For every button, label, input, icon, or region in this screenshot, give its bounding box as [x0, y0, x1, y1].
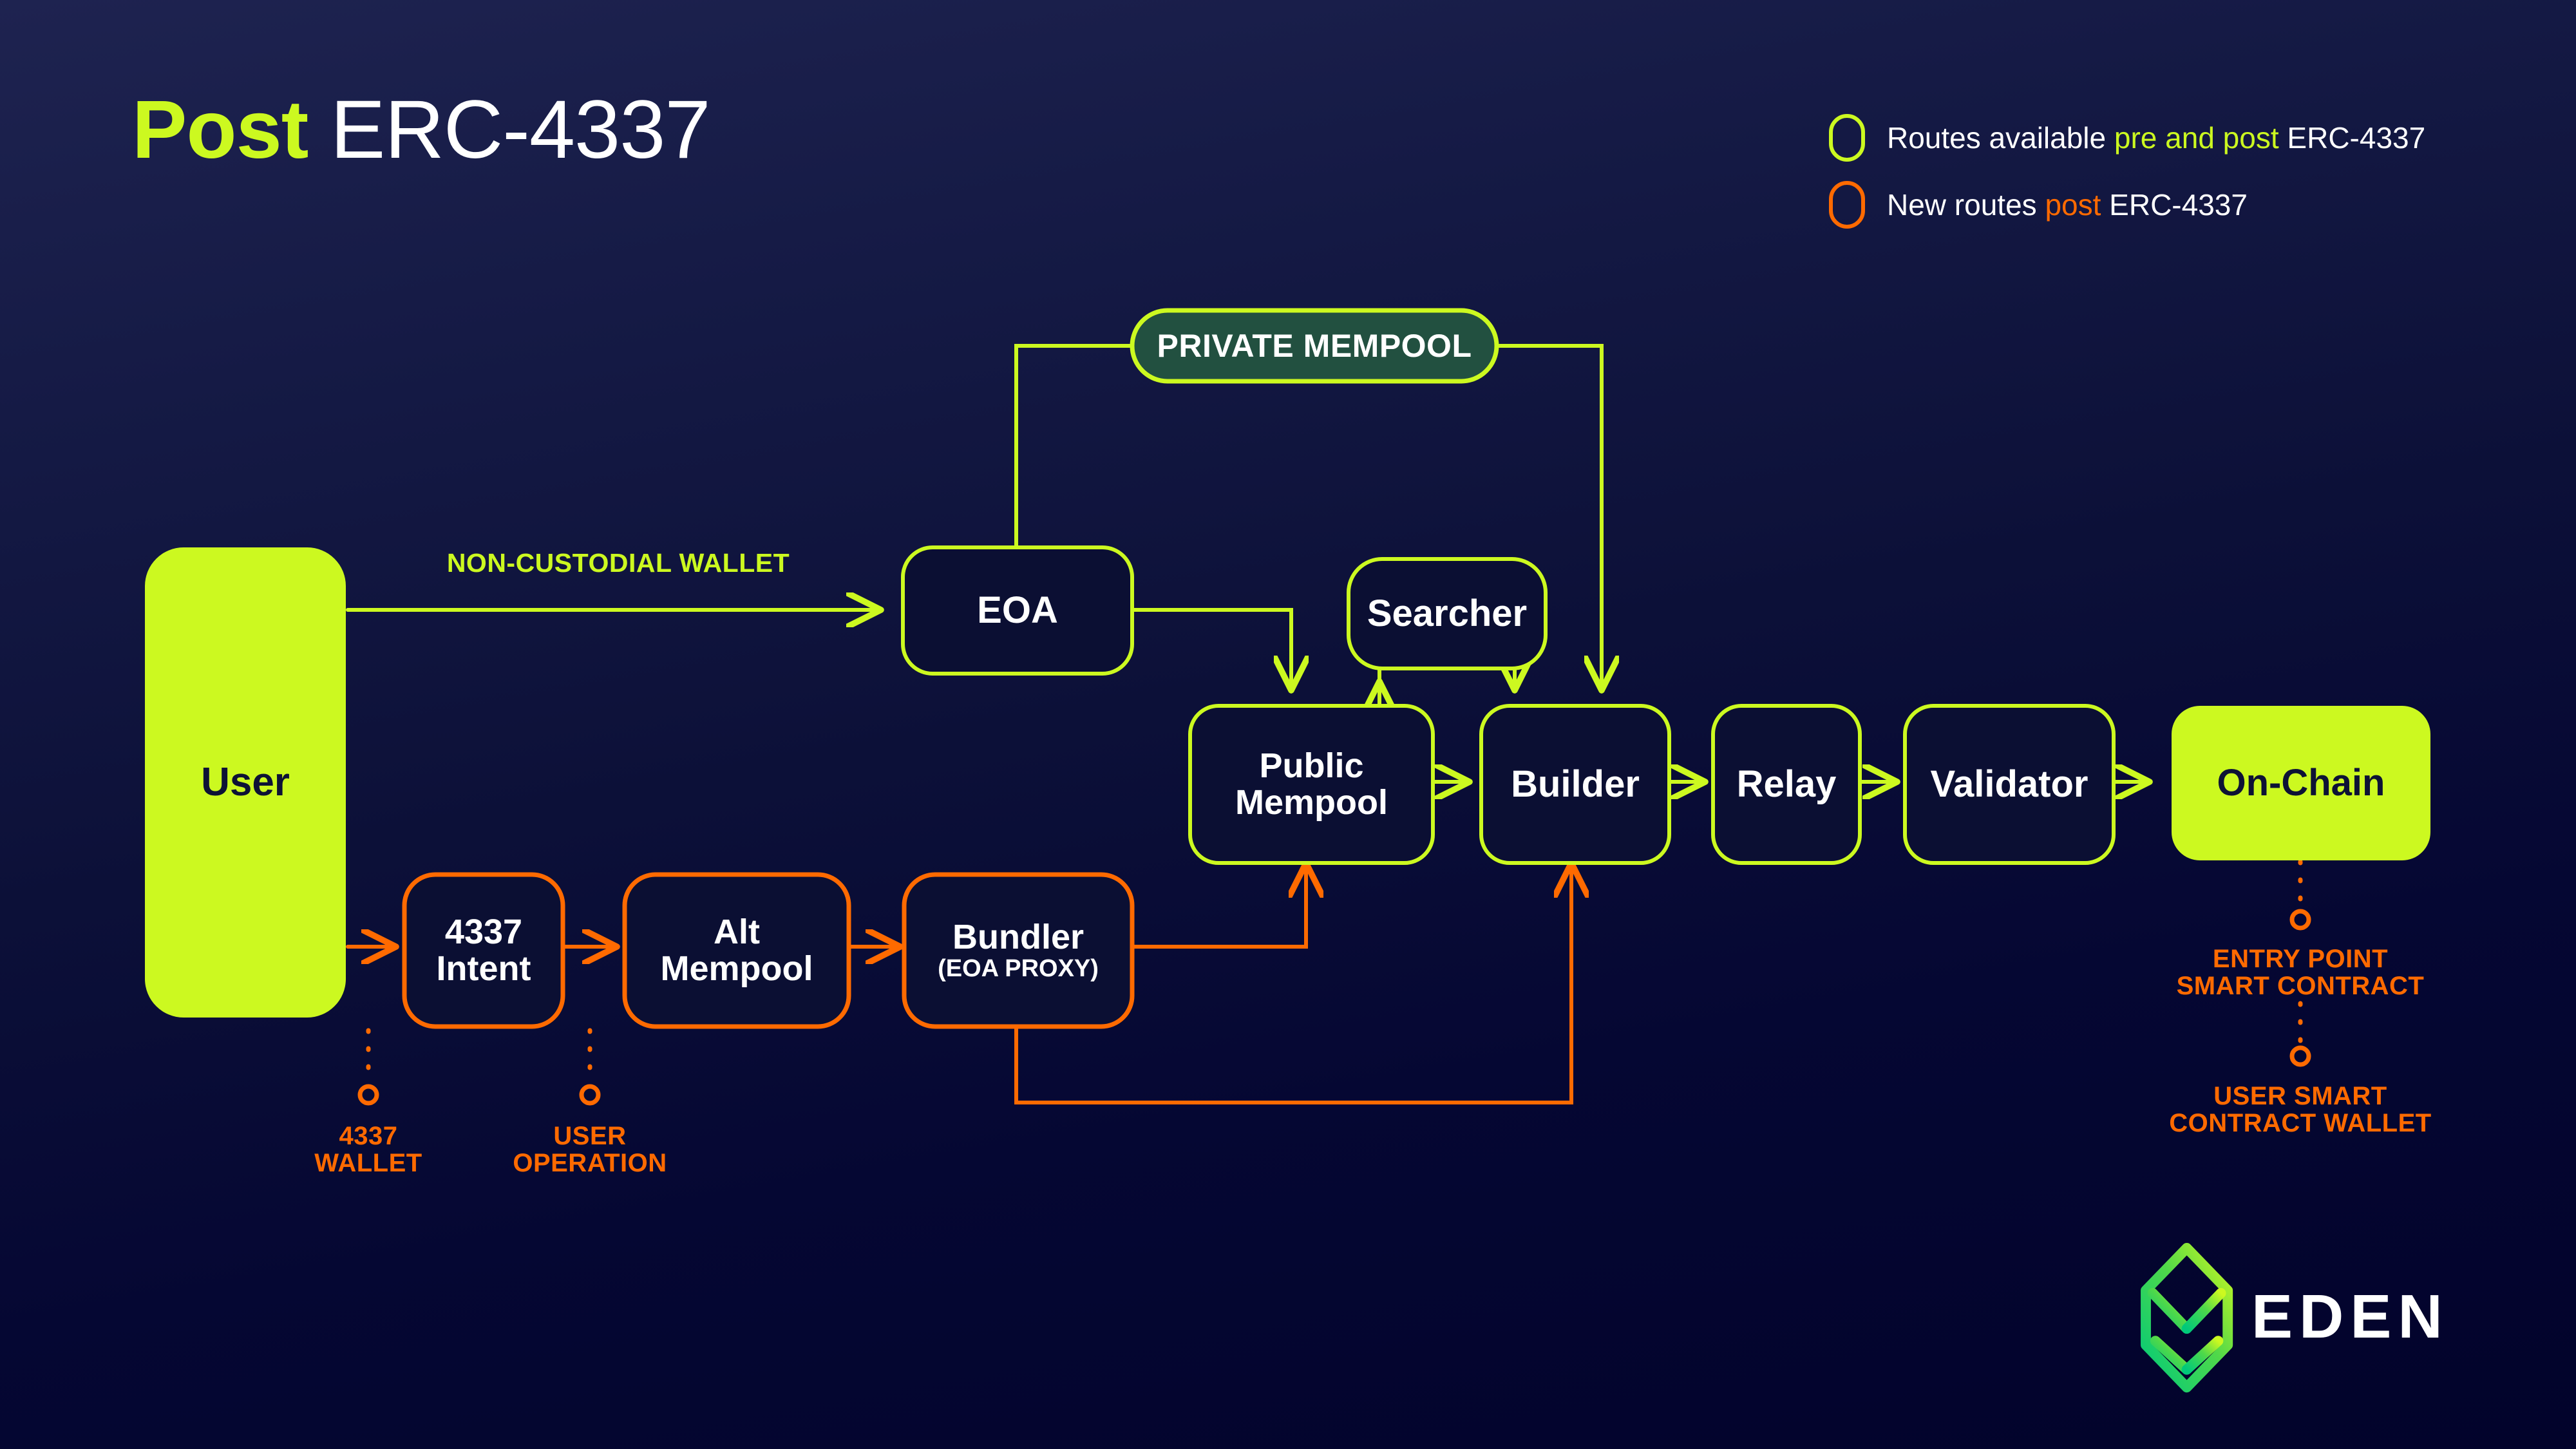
page-title-rest: ERC-4337	[308, 84, 711, 176]
node-shape-validator	[1903, 704, 2116, 865]
node-shape-user	[145, 547, 346, 1018]
eden-leaf-icon	[2141, 1243, 2233, 1398]
legend-swatch-orange-icon	[1829, 181, 1865, 229]
legend-label-pre-post: Routes available pre and post ERC-4337	[1887, 120, 2425, 155]
page-title-highlight: Post	[132, 84, 308, 176]
node-shape-on-chain	[2172, 706, 2430, 860]
legend-suffix: ERC-4337	[2278, 121, 2426, 155]
eden-logo: EDEN	[2145, 1243, 2449, 1391]
node-shape-searcher	[1347, 557, 1548, 670]
node-shape-relay	[1711, 704, 1862, 865]
legend-emphasis: pre and post	[2114, 121, 2279, 155]
legend-label-post: New routes post ERC-4337	[1887, 187, 2248, 222]
legend-prefix: Routes available	[1887, 121, 2114, 155]
node-shape-alt-mempool	[622, 872, 851, 1029]
page-title: Post ERC-4337	[132, 82, 711, 177]
node-shape-bundler	[902, 872, 1135, 1029]
node-shape-4337-intent	[402, 872, 565, 1029]
node-shape-builder	[1479, 704, 1671, 865]
node-shape-eoa	[901, 545, 1134, 676]
legend-swatch-lime-icon	[1829, 114, 1865, 162]
node-shape-public-mempool	[1188, 704, 1435, 865]
eden-wordmark: EDEN	[2251, 1282, 2449, 1351]
legend-prefix: New routes	[1887, 188, 2045, 222]
legend-item-pre-post: Routes available pre and post ERC-4337	[1829, 109, 2425, 166]
legend-item-post: New routes post ERC-4337	[1829, 176, 2425, 233]
legend-emphasis: post	[2045, 188, 2101, 222]
node-shape-private-mempool	[1130, 308, 1499, 384]
legend: Routes available pre and post ERC-4337 N…	[1829, 109, 2425, 243]
legend-suffix: ERC-4337	[2101, 188, 2248, 222]
